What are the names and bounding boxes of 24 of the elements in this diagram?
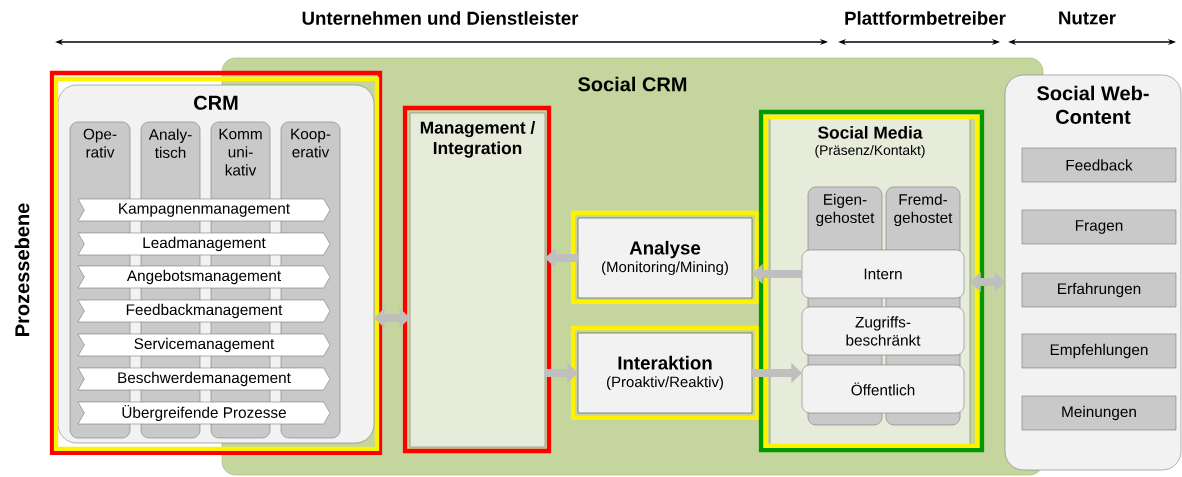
process-chevron: Angebotsmanagement (77, 265, 331, 289)
span-label: Nutzer (1059, 11, 1116, 25)
layer-box: Intern (801, 249, 965, 299)
span-label: Plattformbetreiber (845, 11, 1006, 25)
process-box: Analyse (Monitoring/Mining) (577, 217, 753, 299)
process-chevron: Kampagnenmanagement (77, 198, 331, 222)
process-chevron: Beschwerdemanagement (77, 367, 331, 391)
content-box: Empfehlungen (1021, 333, 1177, 369)
block-arrow (970, 271, 1005, 293)
process-box: Interaktion (Proaktiv/Reaktiv) (577, 332, 753, 414)
layer-box: Öffentlich (801, 364, 965, 414)
axis-label: Prozessebene (14, 203, 30, 336)
layer-box: Zugriffs- beschränkt (801, 306, 965, 356)
process-chevron: Feedbackmanagement (77, 299, 331, 323)
panel: Management / Integration (409, 112, 546, 448)
span-label: Unternehmen und Dienstleister (302, 11, 579, 25)
content-box: Feedback (1021, 147, 1177, 183)
content-box: Meinungen (1021, 395, 1177, 431)
process-chevron: Leadmanagement (77, 232, 331, 256)
content-box: Fragen (1021, 209, 1177, 245)
content-box: Erfahrungen (1021, 272, 1177, 308)
block-arrow (374, 307, 410, 329)
process-chevron: Servicemanagement (77, 333, 331, 357)
process-chevron: Übergreifende Prozesse (77, 401, 331, 425)
